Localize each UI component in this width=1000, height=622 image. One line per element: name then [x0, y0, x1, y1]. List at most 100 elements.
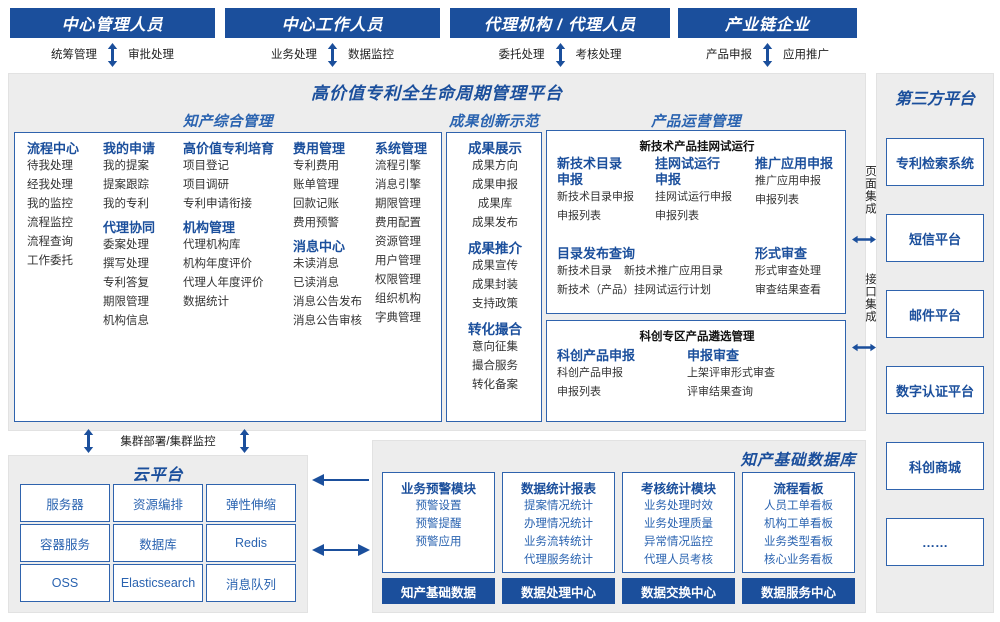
actor-box-0[interactable]: 中心管理人员 [10, 8, 215, 38]
ip-menu-item[interactable]: 用户管理 [375, 255, 421, 267]
ip-menu-item[interactable]: 项目调研 [183, 179, 229, 191]
product-trial-item[interactable]: 推广应用申报 [755, 175, 821, 187]
database-card-item[interactable]: 业务处理质量 [644, 518, 713, 530]
ip-menu-item[interactable]: 数据统计 [183, 296, 229, 308]
ip-menu-item[interactable]: 流程监控 [27, 217, 73, 229]
database-card-item[interactable]: 办理情况统计 [524, 518, 593, 530]
cloud-cell-1[interactable]: 资源编排 [113, 484, 203, 522]
ip-section-head[interactable]: 高价值专利培育 [183, 141, 275, 156]
cloud-cell-3[interactable]: 容器服务 [20, 524, 110, 562]
third-party-item-1[interactable]: 短信平台 [886, 214, 984, 262]
product-trial-item[interactable]: 新技术目录申报 [557, 191, 634, 203]
form-review-item[interactable]: 审查结果查看 [755, 284, 821, 296]
catalog-publish-query-head[interactable]: 目录发布查询 [557, 246, 636, 261]
achievement-menu-item[interactable]: 成果方向 [472, 160, 518, 172]
product-selection-head[interactable]: 科创产品申报 [557, 348, 636, 363]
ip-section-head[interactable]: 费用管理 [293, 141, 346, 156]
ip-menu-item[interactable]: 待我处理 [27, 160, 73, 172]
ip-menu-item[interactable]: 消息引擎 [375, 179, 421, 191]
product-selection-item[interactable]: 评审结果查询 [687, 386, 753, 398]
database-card-item[interactable]: 业务流转统计 [524, 536, 593, 548]
ip-menu-item[interactable]: 费用预警 [293, 217, 339, 229]
database-card-head[interactable]: 业务预警模块 [400, 482, 476, 496]
ip-menu-item[interactable]: 账单管理 [293, 179, 339, 191]
database-card-item[interactable]: 业务类型看板 [764, 536, 833, 548]
achievement-section-head[interactable]: 成果推介 [468, 241, 522, 256]
ip-menu-item[interactable]: 撰写处理 [103, 258, 149, 270]
achievement-menu-item[interactable]: 成果申报 [472, 179, 518, 191]
ip-menu-item[interactable]: 机构年度评价 [183, 258, 252, 270]
actor-box-1[interactable]: 中心工作人员 [225, 8, 440, 38]
database-card-item[interactable]: 预警应用 [415, 536, 462, 548]
actor-box-3[interactable]: 产业链企业 [678, 8, 857, 38]
ip-menu-item[interactable]: 流程引擎 [375, 160, 421, 172]
catalog-item-promotion[interactable]: 新技术推广应用目录 [624, 265, 723, 277]
third-party-item-5[interactable]: …… [886, 518, 984, 566]
ip-menu-item[interactable]: 专利答复 [103, 277, 149, 289]
database-card-item[interactable]: 机构工单看板 [764, 518, 833, 530]
ip-menu-item[interactable]: 字典管理 [375, 312, 421, 324]
catalog-item-new-tech[interactable]: 新技术目录 [557, 265, 612, 277]
achievement-menu-item[interactable]: 转化备案 [472, 379, 518, 391]
product-trial-item[interactable]: 挂网试运行申报 [655, 191, 732, 203]
cloud-cell-0[interactable]: 服务器 [20, 484, 110, 522]
achievement-section-head[interactable]: 转化撮合 [468, 322, 522, 337]
ip-section-head[interactable]: 代理协同 [103, 220, 156, 235]
database-card-item[interactable]: 代理服务统计 [524, 554, 593, 566]
ip-menu-item[interactable]: 项目登记 [183, 160, 229, 172]
ip-menu-item[interactable]: 提案跟踪 [103, 179, 149, 191]
ip-menu-item[interactable]: 我的提案 [103, 160, 149, 172]
ip-menu-item[interactable]: 流程查询 [27, 236, 73, 248]
database-card-item[interactable]: 提案情况统计 [524, 500, 593, 512]
database-foot-1[interactable]: 数据处理中心 [502, 578, 615, 604]
ip-menu-item[interactable]: 权限管理 [375, 274, 421, 286]
ip-menu-item[interactable]: 未读消息 [293, 258, 339, 270]
product-selection-item[interactable]: 上架评审形式审查 [687, 367, 775, 379]
ip-menu-item[interactable]: 代理人年度评价 [183, 277, 264, 289]
product-trial-head[interactable]: 挂网试运行 申报 [655, 156, 721, 187]
third-party-item-4[interactable]: 科创商城 [886, 442, 984, 490]
database-foot-3[interactable]: 数据服务中心 [742, 578, 855, 604]
ip-section-head[interactable]: 我的申请 [103, 141, 156, 156]
database-card-item[interactable]: 预警提醒 [415, 518, 462, 530]
database-card-item[interactable]: 核心业务看板 [764, 554, 833, 566]
cloud-cell-7[interactable]: Elasticsearch [113, 564, 203, 602]
third-party-item-3[interactable]: 数字认证平台 [886, 366, 984, 414]
database-card-item[interactable]: 人员工单看板 [764, 500, 833, 512]
ip-menu-item[interactable]: 组织机构 [375, 293, 421, 305]
form-review-item[interactable]: 形式审查处理 [755, 265, 821, 277]
product-trial-item[interactable]: 申报列表 [655, 210, 699, 222]
product-selection-head[interactable]: 申报审查 [687, 348, 740, 363]
third-party-item-0[interactable]: 专利检索系统 [886, 138, 984, 186]
achievement-menu-item[interactable]: 撮合服务 [472, 360, 518, 372]
ip-menu-item[interactable]: 机构信息 [103, 315, 149, 327]
cloud-cell-2[interactable]: 弹性伸缩 [206, 484, 296, 522]
database-card-head[interactable]: 流程看板 [773, 482, 824, 496]
actor-box-2[interactable]: 代理机构 / 代理人员 [450, 8, 670, 38]
ip-menu-item[interactable]: 资源管理 [375, 236, 421, 248]
database-card-item[interactable]: 业务处理时效 [644, 500, 713, 512]
database-card-head[interactable]: 考核统计模块 [640, 482, 716, 496]
ip-menu-item[interactable]: 期限管理 [375, 198, 421, 210]
cloud-cell-4[interactable]: 数据库 [113, 524, 203, 562]
database-foot-2[interactable]: 数据交换中心 [622, 578, 735, 604]
achievement-menu-item[interactable]: 支持政策 [472, 298, 518, 310]
ip-menu-item[interactable]: 委案处理 [103, 239, 149, 251]
ip-menu-item[interactable]: 我的专利 [103, 198, 149, 210]
ip-menu-item[interactable]: 工作委托 [27, 255, 73, 267]
product-trial-head[interactable]: 新技术目录 申报 [557, 156, 623, 187]
product-trial-head[interactable]: 推广应用申报 [755, 156, 834, 171]
ip-section-head[interactable]: 系统管理 [375, 141, 428, 156]
achievement-menu-item[interactable]: 成果宣传 [472, 260, 518, 272]
form-review-head[interactable]: 形式审查 [755, 246, 808, 261]
ip-menu-item[interactable]: 回款记账 [293, 198, 339, 210]
ip-menu-item[interactable]: 消息公告审核 [293, 315, 362, 327]
achievement-menu-item[interactable]: 意向征集 [472, 341, 518, 353]
ip-menu-item[interactable]: 已读消息 [293, 277, 339, 289]
database-card-item[interactable]: 预警设置 [415, 500, 462, 512]
ip-section-head[interactable]: 消息中心 [293, 239, 346, 254]
database-foot-0[interactable]: 知产基础数据 [382, 578, 495, 604]
achievement-menu-item[interactable]: 成果封装 [472, 279, 518, 291]
ip-menu-item[interactable]: 经我处理 [27, 179, 73, 191]
cloud-cell-8[interactable]: 消息队列 [206, 564, 296, 602]
